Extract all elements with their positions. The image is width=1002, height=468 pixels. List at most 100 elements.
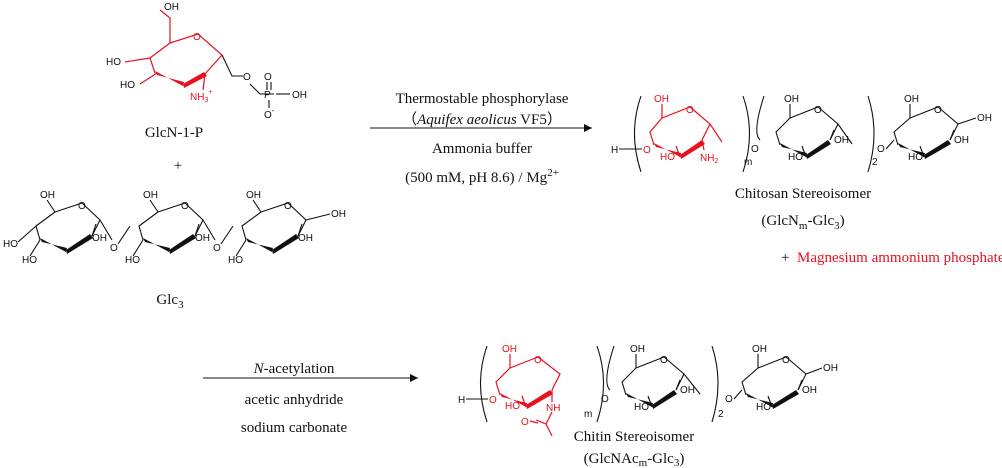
chitosan-name: Chitosan Stereoisomer [735, 186, 871, 202]
glc3-r1-ho-a: HO [3, 239, 18, 250]
chitosan-ring3-wedge-1 [898, 143, 925, 157]
chitin-h: H [458, 395, 465, 406]
chitin-r2-o: O [660, 355, 668, 366]
glcn-ring-left [149, 42, 171, 74]
chitosan-o4: O [643, 145, 651, 156]
glcn-wedge-bond-2 [183, 72, 207, 88]
chitin-ring3-subs [757, 354, 823, 408]
organism-label: （Aquifex aeolicus VF5） [402, 111, 562, 128]
reagent-acetic-anhydride: acetic anhydride [245, 392, 344, 408]
glcn-1-p-label: GlcN-1-P [145, 125, 203, 141]
glc3-r2-oh: OH [143, 190, 158, 201]
chitin-red-oh: OH [502, 344, 517, 355]
glc3-label: Glc3 [156, 292, 184, 311]
chitosan-r2-oh: OH [784, 94, 799, 105]
glc3-r2-ho: HO [125, 255, 140, 266]
chitin-structure: m H O OH O HO NH O O 2 OH O HO OH O OH O [458, 344, 838, 437]
glcn-1-p-structure: OH O HO HO NH3+ O P O OH O- [106, 2, 307, 121]
glc3-link-o2: O [213, 243, 221, 254]
chitin-o4: O [489, 395, 497, 406]
phosphate-p-o-double [266, 82, 272, 90]
chitosan-red-oh: OH [654, 94, 669, 105]
chitin-formula: (GlcNAcm-Glc3) [584, 451, 685, 468]
chitosan-m: m [744, 157, 752, 168]
chitin-r2-ho: HO [634, 402, 649, 413]
reagent-sodium-carbonate: sodium carbonate [241, 420, 348, 436]
reaction-arrow-1-head [584, 124, 592, 132]
glc3-r3-oh-b: OH [298, 233, 313, 244]
phosphate-o-p-bond [249, 83, 274, 95]
chitin-r2-oh: OH [630, 344, 645, 355]
chitosan-link-o2: O [877, 144, 885, 155]
chitin-link-o1: O [601, 394, 609, 405]
glc3-ring3-subs [235, 199, 331, 257]
chitin-red-wedge-2 [526, 390, 553, 409]
chitosan-paren-open [634, 95, 642, 173]
glcn-wedge-bond-1 [155, 71, 184, 86]
chitosan-ring3-back [885, 106, 959, 150]
chitin-carbonyl-o: O [521, 417, 529, 428]
chitin-r3-oh-b: OH [802, 385, 817, 396]
chitin-r2-oh-b: OH [680, 385, 695, 396]
chitin-paren2 [606, 345, 719, 423]
phosphate-oh: OH [292, 90, 307, 101]
chitin-acetyl [535, 411, 553, 437]
chitin-red-subs [509, 354, 553, 408]
chitin-red-wedge-1 [500, 393, 527, 407]
chitin-ring2-wedge-1 [626, 393, 653, 407]
chitin-ring3-wedge-2 [772, 390, 799, 409]
conditions-label: (500 mM, pH 8.6) / Mg2+ [405, 167, 559, 186]
chitosan-structure: m H O OH O HO NH2 O 2 OH O HO OH O OH O … [611, 94, 992, 173]
glc3-r3-oh: OH [246, 190, 261, 201]
chitosan-red-subs [661, 104, 723, 158]
chitin-ring3-back [733, 356, 807, 400]
chitin-ring3-wedge-1 [746, 393, 773, 407]
glcn-ho-c4: HO [106, 57, 121, 68]
glcn-c4-oh-bond [124, 57, 151, 63]
chitosan-ring3-wedge-2 [924, 140, 951, 159]
chitosan-ring2-subs [789, 104, 853, 158]
glcn-oh-top: OH [164, 2, 179, 13]
glcn-c1-o-bond [221, 54, 243, 77]
glc3-ring3-wedge-2 [272, 234, 299, 254]
chitin-nh: NH [546, 403, 560, 414]
chitin-ring2-wedge-2 [652, 390, 677, 409]
phosphate-oxo: O [264, 72, 272, 83]
chitin-r3-ho: HO [756, 402, 771, 413]
chitin-r3-anomeric-oh: OH [823, 363, 838, 374]
glcn-ring-oxygen: O [193, 32, 201, 43]
chitosan-r3-o: O [934, 105, 942, 116]
glcn-nh3: NH3+ [190, 89, 212, 104]
glc3-ring1-ch2oh [46, 199, 56, 213]
glc3-r2-oh-b: OH [195, 233, 210, 244]
glc3-ring3-wedge-1 [246, 238, 273, 252]
chitosan-red-ho: HO [660, 152, 675, 163]
chitin-r3-o: O [782, 355, 790, 366]
glc3-structure: OH O HO HO OH O OH O HO OH O OH O HO OH … [3, 190, 346, 266]
chitosan-r2-o: O [814, 105, 822, 116]
glcn-ho-c3: HO [120, 80, 135, 91]
chitosan-nh2: NH2 [700, 153, 718, 165]
chitosan-r3-oh-b: OH [954, 135, 969, 146]
glcn-anomeric-o: O [243, 72, 251, 83]
chitosan-ring2-wedge-1 [780, 143, 807, 157]
chitosan-ring3-subs [909, 104, 977, 158]
byproduct-plus: + [781, 250, 789, 266]
glc3-ring2-wedge-1 [143, 238, 170, 252]
glcn-ch2oh-bond [159, 9, 171, 43]
glc3-ring1-wedge-1 [40, 238, 67, 252]
chitosan-ring2-back [775, 106, 839, 146]
chitosan-red-wedge-2 [680, 140, 705, 159]
chitosan-r3-ho: HO [908, 152, 923, 163]
glcn-ring-upper [169, 33, 223, 56]
chitosan-formula: (GlcNm-Glc3) [761, 213, 844, 232]
chitosan-link-o1: O [751, 144, 759, 155]
chitosan-red-ring-o: O [686, 105, 694, 116]
chitosan-r2-oh-b: OH [834, 135, 849, 146]
reaction-arrow-2-head [410, 374, 418, 382]
glc3-ring1-wedge-2 [66, 234, 93, 254]
glc3-ring1-back [35, 202, 101, 241]
glc3-r3-ho: HO [228, 255, 243, 266]
